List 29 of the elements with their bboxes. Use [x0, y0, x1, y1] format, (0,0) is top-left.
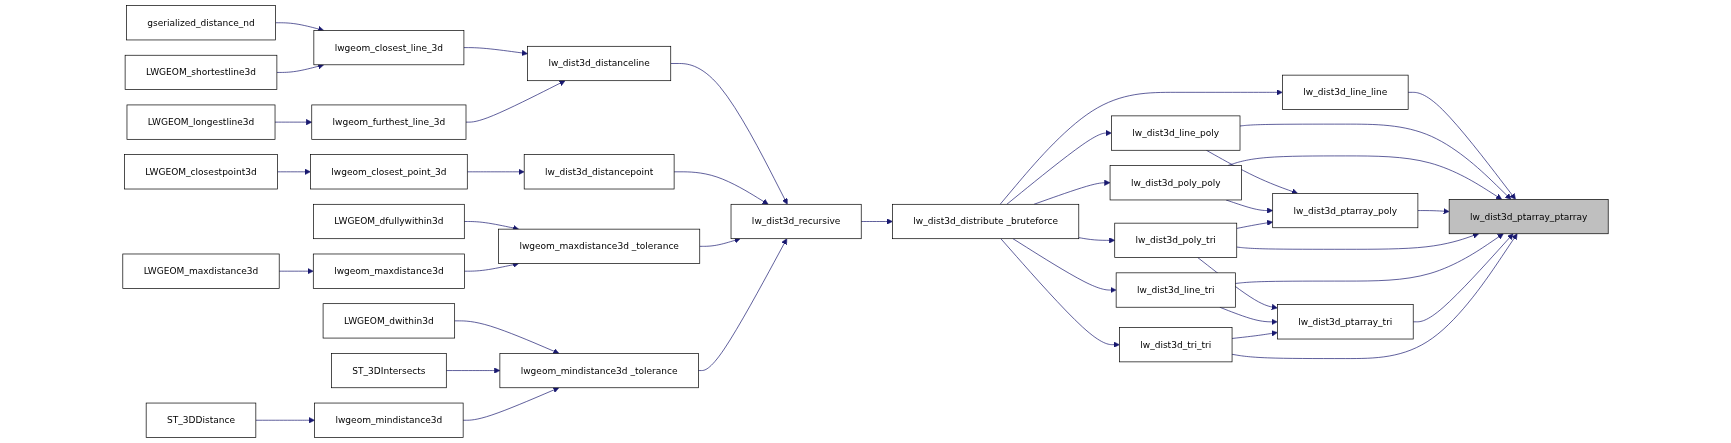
- node-box: LWGEOM_maxdistance3d: [122, 253, 280, 289]
- node-box: gserialized_distance_nd: [126, 5, 276, 41]
- node-box: lw_dist3d_line_tri: [1115, 272, 1236, 308]
- node-box: LWGEOM_shortestline3d: [124, 54, 278, 90]
- node-box: lw_dist3d_tri_tri: [1119, 327, 1233, 363]
- node-box: LWGEOM_dfullywithin3d: [313, 203, 465, 240]
- node-box: LWGEOM_closestpoint3d: [124, 154, 278, 190]
- node-box: LWGEOM_dwithin3d: [322, 303, 455, 339]
- node-box: lwgeom_furthest_line_3d: [311, 104, 467, 140]
- node-box: lwgeom_mindistance3d: [314, 402, 464, 438]
- node-box: lw_dist3d_ptarray_poly: [1272, 193, 1419, 229]
- node-box: lwgeom_maxdistance3d _tolerance: [498, 228, 701, 264]
- node-box: lw_dist3d_ptarray_tri: [1277, 304, 1414, 340]
- node-box: ST_3DDistance: [145, 402, 257, 438]
- node-box: lw_dist3d_line_line: [1282, 74, 1409, 110]
- node-box: lw_dist3d_ptarray_ptarray: [1448, 199, 1609, 235]
- node-box: lw_dist3d_recursive: [730, 203, 862, 240]
- node-box: lw_dist3d_distancepoint: [523, 154, 675, 190]
- node-box: lw_dist3d_distanceline: [527, 45, 672, 82]
- node-box: lwgeom_closest_point_3d: [310, 154, 468, 190]
- node-box: ST_3DIntersects: [331, 353, 447, 389]
- node-box: lwgeom_closest_line_3d: [313, 30, 465, 66]
- node-box: LWGEOM_longestline3d: [126, 104, 276, 140]
- node-box: lw_dist3d_poly_tri: [1114, 222, 1238, 258]
- node-box: lw_dist3d_distribute _bruteforce: [892, 203, 1080, 240]
- node-box: lw_dist3d_poly_poly: [1109, 165, 1242, 201]
- node-box: lwgeom_mindistance3d _tolerance: [499, 353, 699, 389]
- node-box: lw_dist3d_line_poly: [1111, 115, 1241, 151]
- node-box: lwgeom_maxdistance3d: [312, 253, 465, 289]
